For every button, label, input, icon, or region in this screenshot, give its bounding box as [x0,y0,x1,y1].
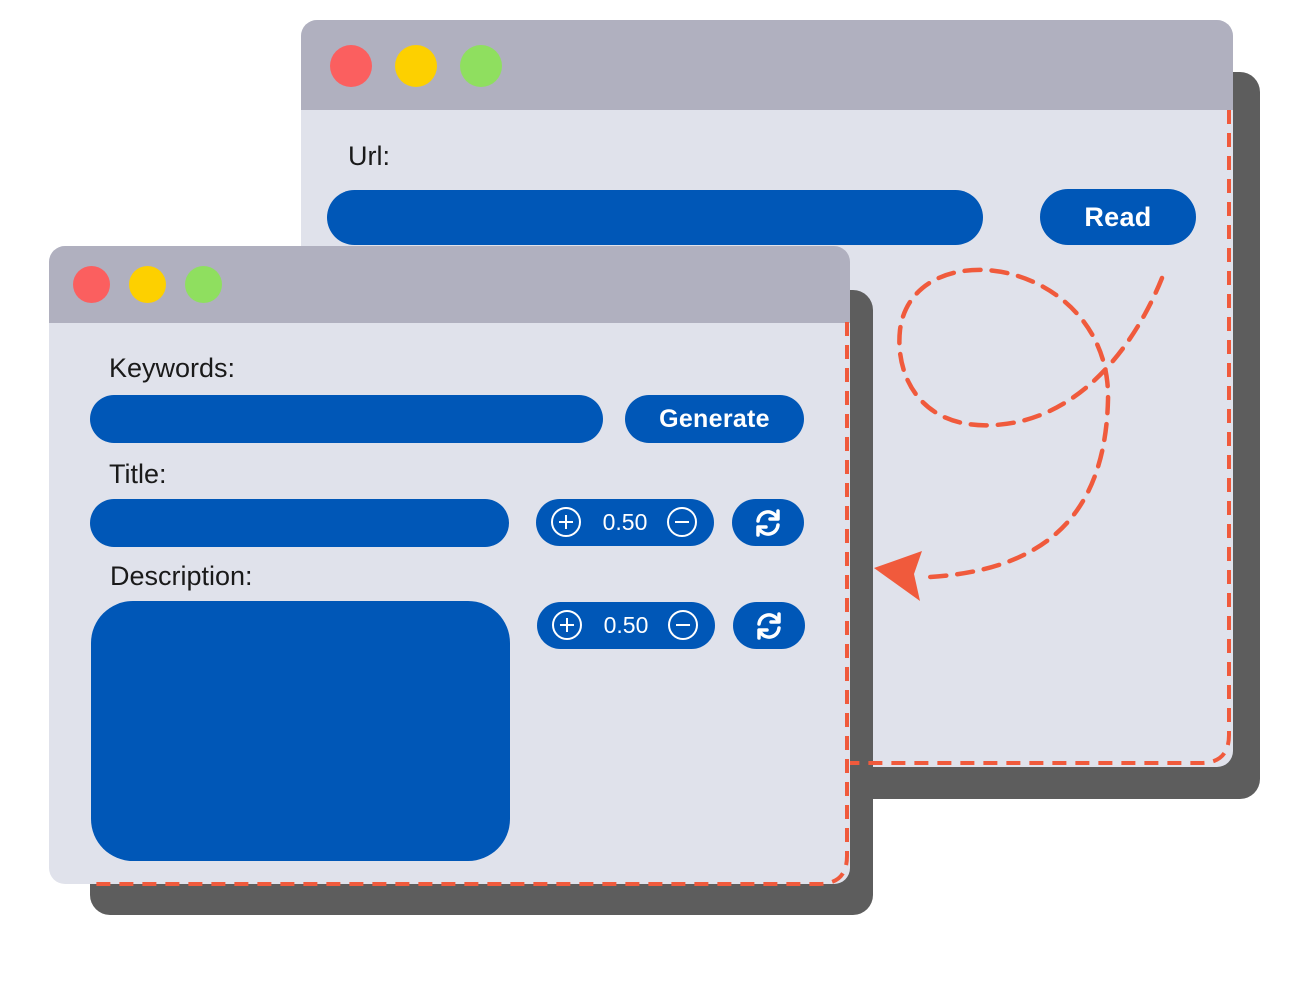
minus-circle-icon[interactable] [668,610,698,640]
generate-button[interactable]: Generate [625,395,804,443]
close-dot[interactable] [330,45,372,87]
read-button[interactable]: Read [1040,189,1196,245]
refresh-icon [757,611,781,640]
keywords-label: Keywords: [109,353,236,383]
title-temperature-stepper[interactable]: 0.50 [536,499,714,546]
title-regenerate-button[interactable] [732,499,804,546]
loop-arrow-path [897,267,1165,580]
keywords-input[interactable] [90,395,603,443]
description-label: Description: [110,561,253,591]
minus-circle-icon[interactable] [667,507,697,537]
maximize-dot[interactable] [185,266,222,303]
url-label: Url: [348,141,390,171]
description-regenerate-button[interactable] [733,602,805,649]
back-window-dashed-edge [850,110,1231,765]
generator-window-titlebar [49,246,850,323]
description-temperature-stepper[interactable]: 0.50 [537,602,715,649]
refresh-icon [756,508,780,537]
plus-circle-icon[interactable] [551,507,581,537]
minimize-dot[interactable] [129,266,166,303]
minimize-dot[interactable] [395,45,437,87]
generator-window: Keywords: Generate Title: 0.50 Descripti… [49,246,850,884]
description-temperature-value: 0.50 [603,611,649,638]
description-textarea[interactable] [91,601,510,861]
title-label: Title: [109,459,167,489]
title-input[interactable] [90,499,509,547]
url-input[interactable] [327,190,983,245]
maximize-dot[interactable] [460,45,502,87]
url-window-titlebar [301,20,1233,110]
close-dot[interactable] [73,266,110,303]
loop-arrow-head [874,551,922,601]
title-temperature-value: 0.50 [602,508,648,535]
plus-circle-icon[interactable] [552,610,582,640]
